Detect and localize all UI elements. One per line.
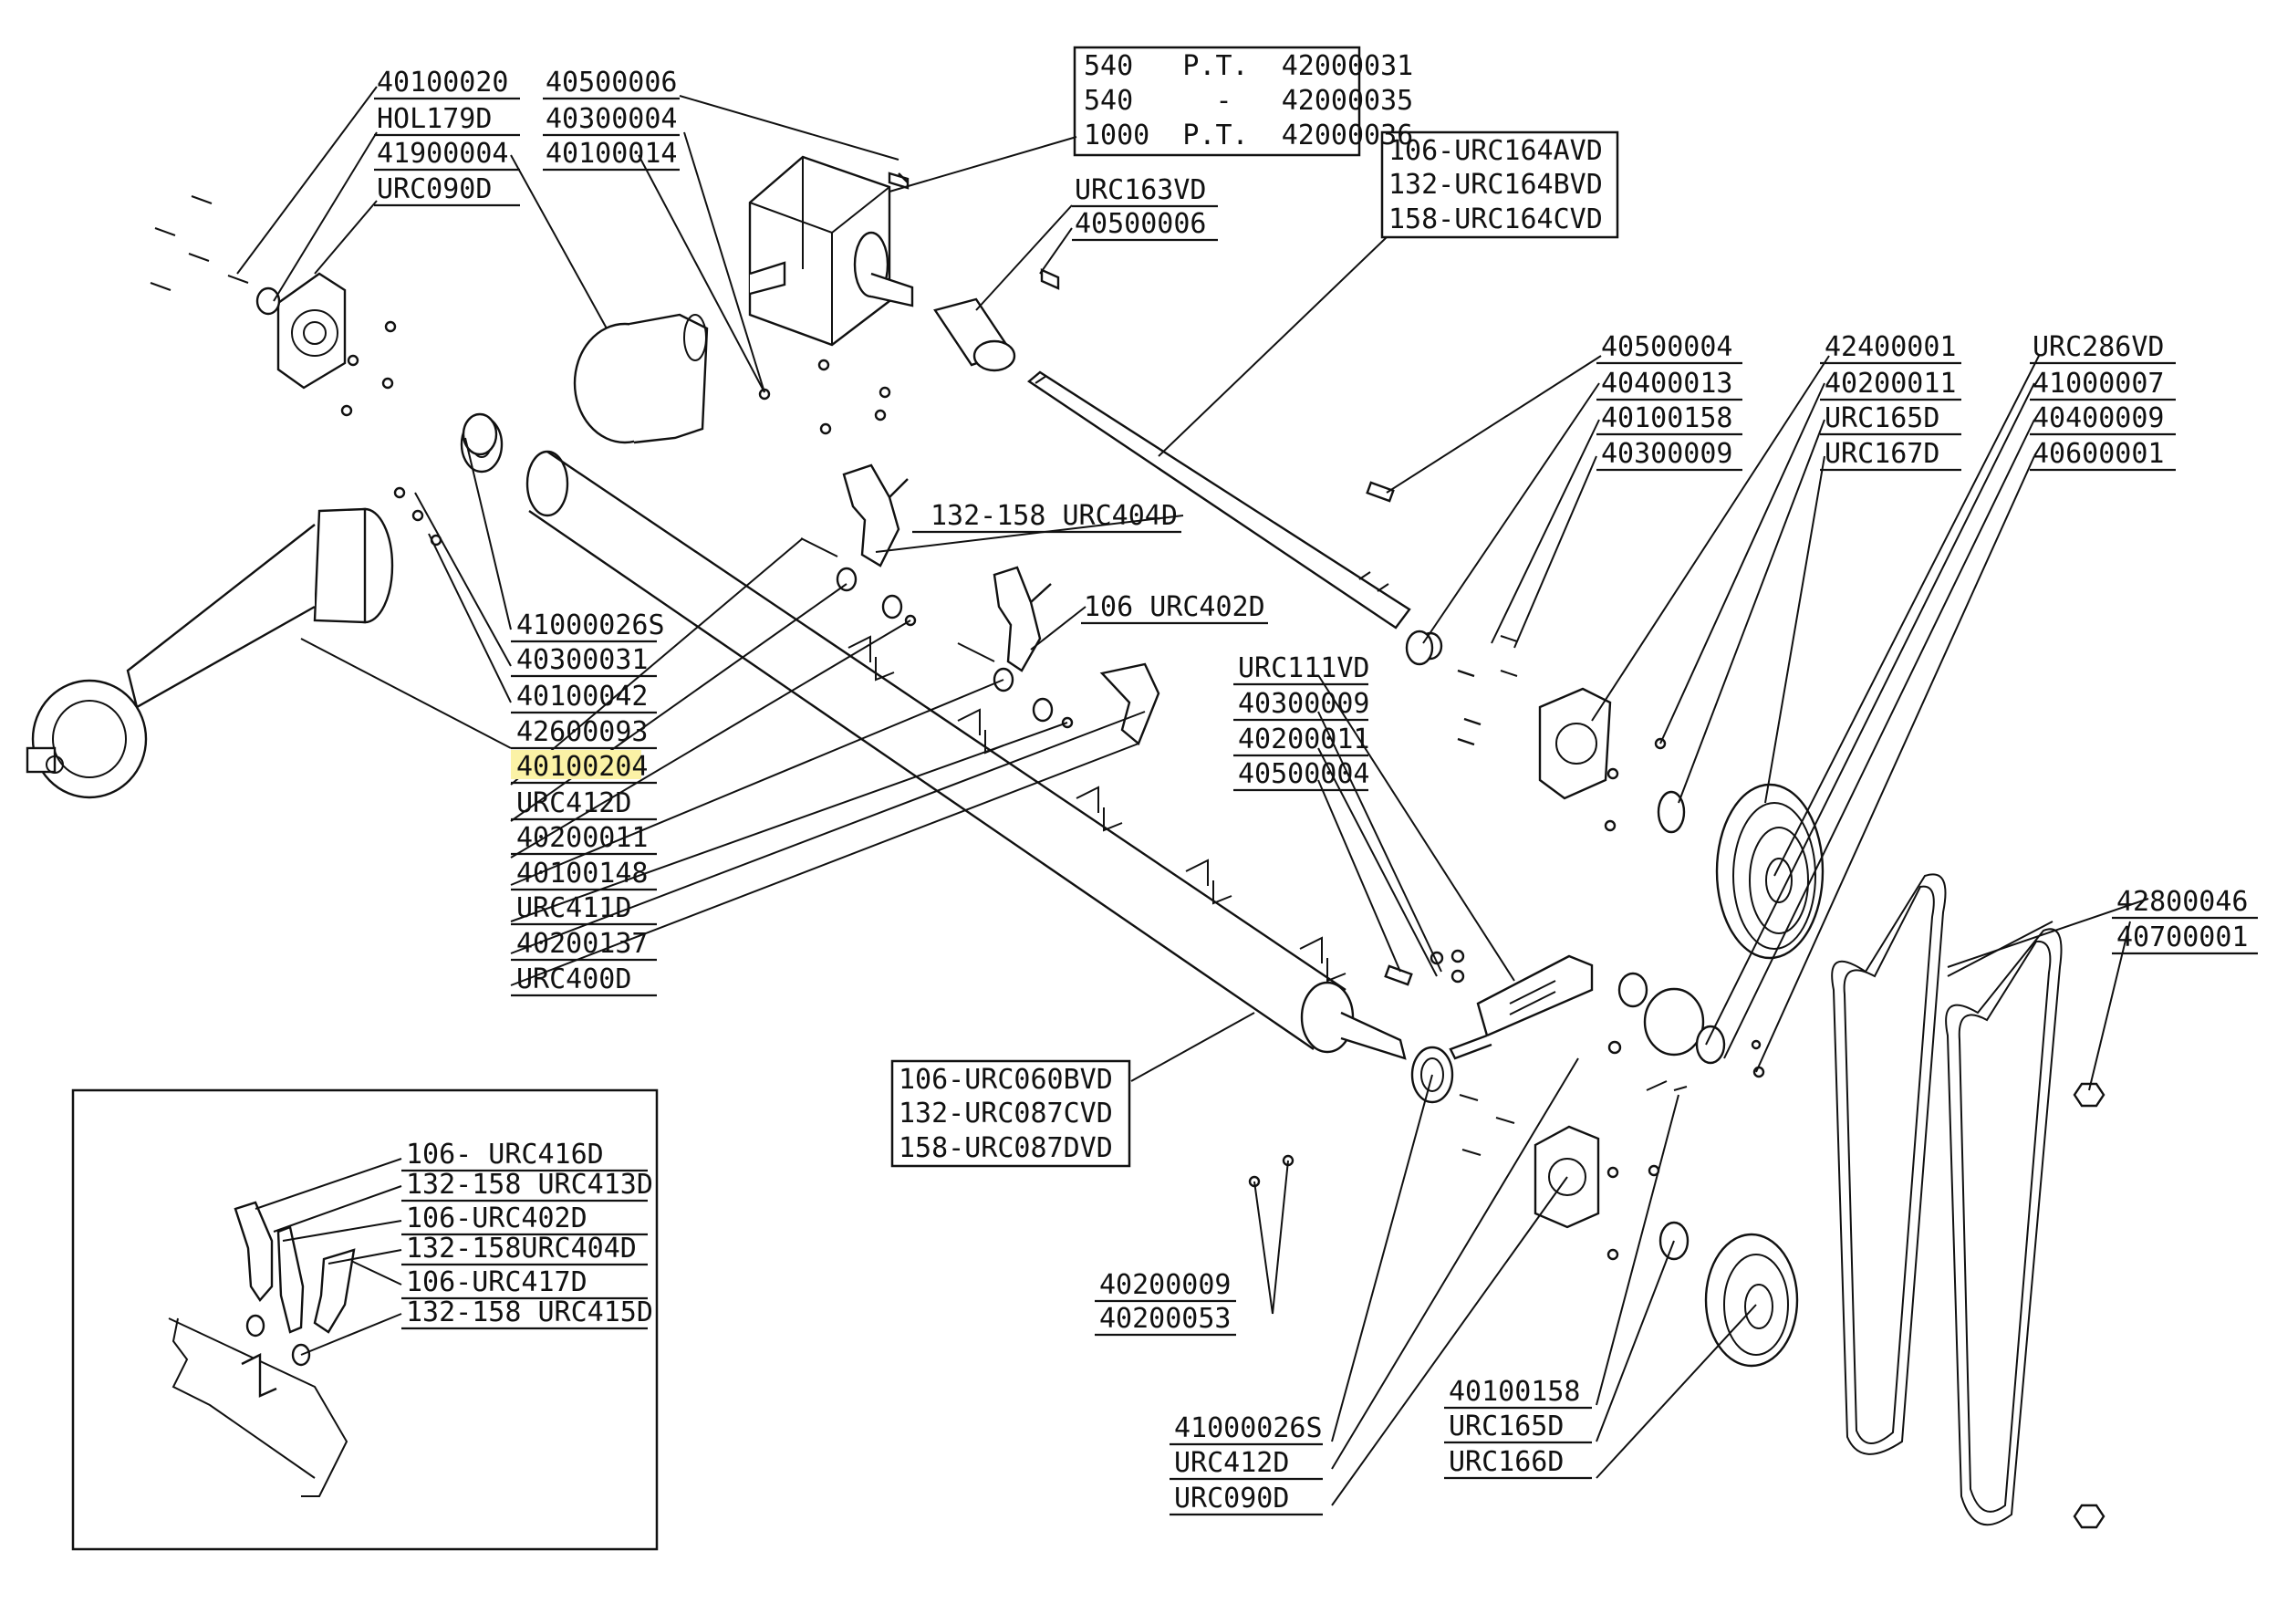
bell-cover-drawing	[460, 313, 709, 474]
label-40100014: 40100014	[546, 138, 678, 170]
label-40100042: 40100042	[516, 681, 649, 713]
label-urc165d-top: URC165D	[1825, 402, 1939, 434]
label-urc165d-bottom: URC165D	[1449, 1411, 1564, 1442]
label-urc166d: URC166D	[1449, 1446, 1564, 1478]
leader-lines	[236, 86, 2149, 1506]
label-urc090d-bottom: URC090D	[1174, 1483, 1289, 1515]
label-41000026s-bottom: 41000026S	[1174, 1412, 1323, 1444]
label-40100158-top: 40100158	[1601, 402, 1733, 434]
label-40200011-left: 40200011	[516, 822, 649, 854]
label-106-urc402d: 106 URC402D	[1084, 591, 1265, 623]
drawing-layer	[26, 155, 2105, 1529]
label-40300031: 40300031	[516, 644, 649, 676]
shaft-variants-box: 106-URC164AVD 132-URC164BVD 158-URC164CV…	[1380, 130, 1619, 239]
rotor-variants-box: 106-URC060BVD 132-URC087CVD 158-URC087DV…	[890, 1059, 1131, 1168]
label-urc400d: URC400D	[516, 963, 631, 995]
label-40500006-top: 40500006	[546, 67, 678, 99]
label-urc286vd: URC286VD	[2033, 331, 2165, 363]
flail-knives-drawing	[800, 463, 1160, 745]
part-labels: 40100020 HOL179D 41900004 URC090D 405000…	[374, 67, 2258, 1516]
label-40200011-top: 40200011	[1825, 368, 1957, 400]
shaft-variant-3: 158-URC164CVD	[1388, 203, 1603, 235]
label-40300009-mid: 40300009	[1238, 688, 1370, 720]
rotor-variant-1: 106-URC060BVD	[899, 1064, 1113, 1096]
label-hol179d: HOL179D	[377, 103, 492, 135]
label-40500006-mid: 40500006	[1075, 208, 1207, 240]
label-40500004-top: 40500004	[1601, 331, 1733, 363]
tensioner-drawing	[1384, 949, 1765, 1104]
gearbox-variants-box: 540 P.T. 42000031 540 - 42000035 1000 P.…	[1073, 46, 1413, 157]
gearbox-variant-2: 540 - 42000035	[1084, 85, 1413, 117]
rotor-tube-drawing	[525, 450, 1407, 1060]
label-42600093: 42600093	[516, 716, 649, 748]
bearing-housing-lower-drawing	[1248, 1080, 1690, 1261]
small-hardware-drawing	[393, 359, 1667, 832]
gearbox-drawing	[748, 155, 914, 347]
pulley-lower-drawing	[1704, 1233, 1799, 1368]
knife-detail-inset: 106- URC416D 132-158 URC413D 106-URC402D…	[71, 1088, 659, 1551]
label-urc111vd: URC111VD	[1238, 652, 1370, 684]
bushing-drawing	[933, 268, 1060, 372]
rotor-variant-3: 158-URC087DVD	[899, 1132, 1113, 1164]
inset-label-106-urc402d: 106-URC402D	[406, 1202, 587, 1234]
label-urc412d-bottom: URC412D	[1174, 1447, 1289, 1479]
inset-label-132-158urc404d: 132-158URC404D	[406, 1233, 637, 1265]
label-40500004-mid: 40500004	[1238, 758, 1370, 790]
label-urc090d-top: URC090D	[377, 173, 492, 205]
label-40100158-bottom: 40100158	[1449, 1376, 1581, 1408]
shaft-variant-1: 106-URC164AVD	[1388, 135, 1603, 167]
shaft-variant-2: 132-URC164BVD	[1388, 169, 1603, 201]
label-41000007: 41000007	[2033, 368, 2165, 400]
inset-label-132-158-urc415d: 132-158 URC415D	[406, 1296, 653, 1328]
label-40100204: 40100204	[516, 751, 649, 783]
label-urc411d: URC411D	[516, 892, 631, 924]
label-41900004: 41900004	[377, 138, 509, 170]
label-40700001: 40700001	[2116, 921, 2249, 953]
label-urc167d: URC167D	[1825, 438, 1939, 470]
bearing-housing-upper-drawing	[1538, 687, 1686, 834]
label-40300009-top: 40300009	[1601, 438, 1733, 470]
label-40200009: 40200009	[1099, 1269, 1232, 1301]
inset-label-106-urc417d: 106-URC417D	[406, 1266, 587, 1298]
rotor-variant-2: 132-URC087CVD	[899, 1098, 1113, 1130]
gearbox-variant-3: 1000 P.T. 42000036	[1084, 120, 1413, 151]
bearing-flange-drawing	[150, 195, 397, 417]
label-40200011-mid: 40200011	[1238, 724, 1370, 755]
label-40300004: 40300004	[546, 103, 678, 135]
label-40100020: 40100020	[377, 67, 509, 99]
label-42800046: 42800046	[2116, 886, 2249, 918]
inset-label-106-urc416d: 106- URC416D	[406, 1139, 604, 1171]
label-40400009: 40400009	[2033, 402, 2165, 434]
label-urc163vd: URC163VD	[1075, 174, 1207, 206]
v-belts-drawing	[1831, 873, 2105, 1529]
label-42400001: 42400001	[1825, 331, 1957, 363]
label-40600001: 40600001	[2033, 438, 2165, 470]
highlight-40100204	[511, 750, 641, 779]
inset-label-132-158-urc413d: 132-158 URC413D	[406, 1169, 653, 1201]
pulley-upper-drawing	[1715, 783, 1825, 960]
pto-driveshaft-drawing	[26, 507, 394, 799]
label-40400013: 40400013	[1601, 368, 1733, 400]
label-41000026s-left: 41000026S	[516, 609, 665, 641]
gearbox-variant-1: 540 P.T. 42000031	[1084, 50, 1413, 82]
label-40200137: 40200137	[516, 928, 649, 960]
label-40200053: 40200053	[1099, 1303, 1232, 1335]
label-132-158-urc404d: 132-158 URC404D	[931, 500, 1178, 532]
label-urc412d-left: URC412D	[516, 787, 631, 819]
label-40100148: 40100148	[516, 858, 649, 890]
